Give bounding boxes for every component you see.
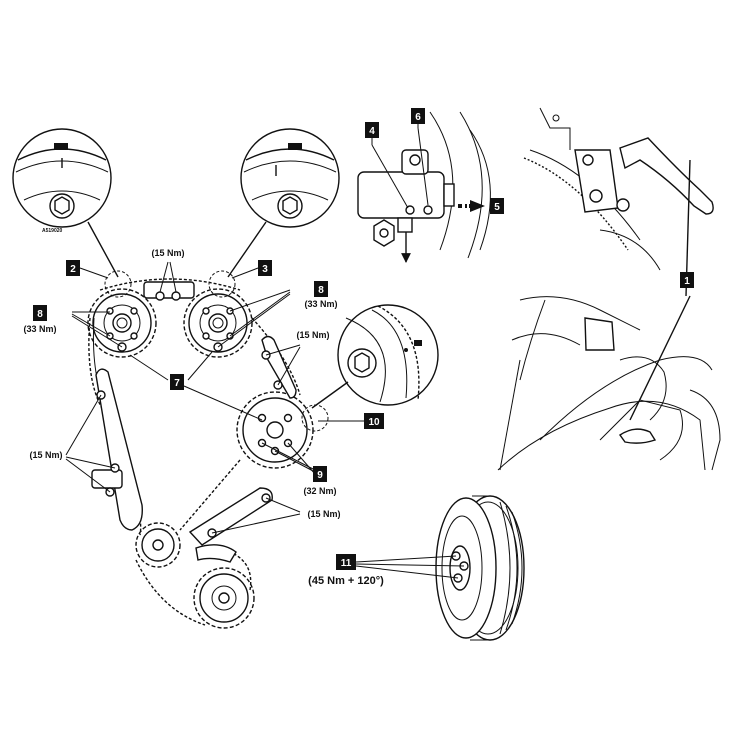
torque-9: (32 Nm) (303, 486, 336, 496)
callout-2: 2 (66, 260, 80, 276)
engine-perspective-view (497, 107, 721, 471)
torque-top: (15 Nm) (151, 248, 184, 258)
detail-circle-intermediate (337, 304, 439, 406)
svg-text:9: 9 (317, 470, 323, 481)
svg-text:10: 10 (368, 417, 380, 428)
tensioner-detail (357, 111, 491, 263)
right-upper-guide (261, 335, 297, 399)
callout-8-left: 8 (33, 305, 47, 321)
svg-text:6: 6 (415, 112, 421, 123)
callout-3: 3 (258, 260, 272, 276)
svg-text:4: 4 (369, 126, 375, 137)
callout-6: 6 (411, 108, 425, 124)
callout-8-right: 8 (314, 281, 328, 297)
crankshaft-sprocket (135, 522, 181, 568)
svg-text:2: 2 (70, 264, 76, 275)
torque-8-right: (33 Nm) (304, 299, 337, 309)
callout-9: 9 (313, 466, 327, 482)
callout-11: 11 (336, 554, 356, 570)
svg-text:1: 1 (684, 276, 690, 287)
lower-chain-guide (188, 487, 273, 563)
callout-10: 10 (364, 413, 384, 429)
figure-code: A519020 (42, 228, 63, 234)
upper-chain-guide (143, 281, 195, 301)
exhaust-camshaft-sprocket (183, 288, 253, 358)
oil-pump-sprocket (193, 567, 255, 629)
intermediate-sprocket (236, 391, 314, 469)
svg-text:5: 5 (494, 202, 500, 213)
detail-circle-left: A519020 (12, 128, 112, 234)
torque-11: (45 Nm + 120°) (308, 575, 384, 587)
torque-lower: (15 Nm) (307, 509, 340, 519)
crankshaft-pulley (435, 495, 525, 641)
svg-text:3: 3 (262, 264, 268, 275)
callout-5: 5 (490, 198, 504, 214)
svg-text:11: 11 (341, 558, 352, 569)
detail-circle-right (240, 128, 340, 228)
torque-right-guide: (15 Nm) (296, 330, 329, 340)
left-tensioner-rail (91, 368, 143, 531)
callout-4: 4 (365, 122, 379, 138)
svg-text:8: 8 (318, 285, 324, 296)
callout-1: 1 (680, 272, 694, 288)
callout-7: 7 (170, 374, 184, 390)
svg-text:8: 8 (37, 309, 43, 320)
torque-left-guide: (15 Nm) (29, 450, 62, 460)
torque-8-left: (33 Nm) (23, 324, 56, 334)
leader-lines (65, 120, 465, 579)
svg-text:7: 7 (174, 378, 180, 389)
